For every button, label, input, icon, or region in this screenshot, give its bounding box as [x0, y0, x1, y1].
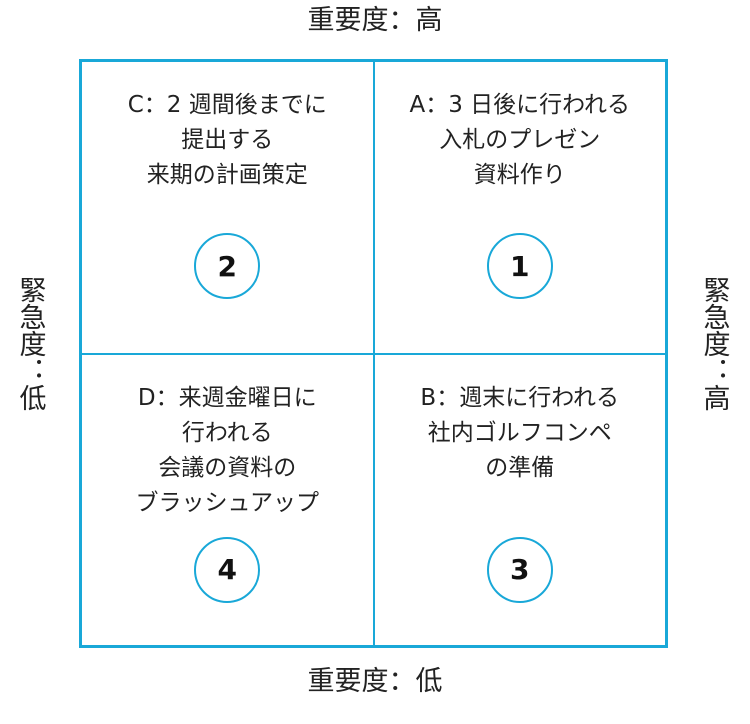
quadrant-c-line: C：2 週間後までに [127, 92, 327, 118]
quadrant-a-line: A：3 日後に行われる [409, 92, 631, 118]
priority-badge-a: 1 [486, 233, 553, 299]
priority-badge-d: 4 [194, 536, 261, 603]
quadrant-b-text: B：週末に行われる 社内ゴルフコンペ の準備 [375, 381, 666, 486]
quadrant-a-line: 資料作り [473, 162, 566, 188]
quadrant-c-line: 提出する [181, 127, 274, 153]
quadrant-d-line: ブラッシュアップ [135, 489, 320, 516]
quadrant-d: D：来週金曜日に 行われる 会議の資料の ブラッシュアップ 4 [82, 353, 374, 645]
quadrant-a-line: 入札のプレゼン [439, 127, 601, 153]
priority-badge-c: 2 [194, 233, 261, 299]
quadrant-b-line: の準備 [485, 454, 555, 481]
axis-label-importance-high: 重要度：高 [307, 5, 443, 36]
quadrant-d-text: D：来週金曜日に 行われる 会議の資料の ブラッシュアップ [82, 381, 373, 521]
quadrant-c-line: 来期の計画策定 [146, 162, 308, 188]
axis-label-importance-low: 重要度：低 [307, 666, 443, 697]
quadrant-d-line: D：来週金曜日に [137, 384, 317, 411]
quadrant-c-text: C：2 週間後までに 提出する 来期の計画策定 [82, 88, 373, 193]
quadrant-a-text: A：3 日後に行われる 入札のプレゼン 資料作り [375, 88, 666, 193]
quadrant-b-line: B：週末に行われる [420, 384, 620, 411]
quadrant-b-line: 社内ゴルフコンペ [427, 419, 612, 446]
axis-label-urgency-high: 緊急度：高 [698, 276, 730, 411]
quadrant-b: B：週末に行われる 社内ゴルフコンペ の準備 3 [373, 353, 666, 645]
priority-matrix: C：2 週間後までに 提出する 来期の計画策定 2 A：3 日後に行われる 入札… [79, 59, 668, 648]
quadrant-a: A：3 日後に行われる 入札のプレゼン 資料作り 1 [373, 62, 666, 354]
quadrant-c: C：2 週間後までに 提出する 来期の計画策定 2 [82, 62, 374, 354]
axis-label-urgency-low: 緊急度：低 [14, 276, 46, 411]
quadrant-d-line: 会議の資料の [158, 454, 297, 481]
quadrant-d-line: 行われる [181, 419, 273, 446]
priority-badge-b: 3 [486, 536, 553, 603]
